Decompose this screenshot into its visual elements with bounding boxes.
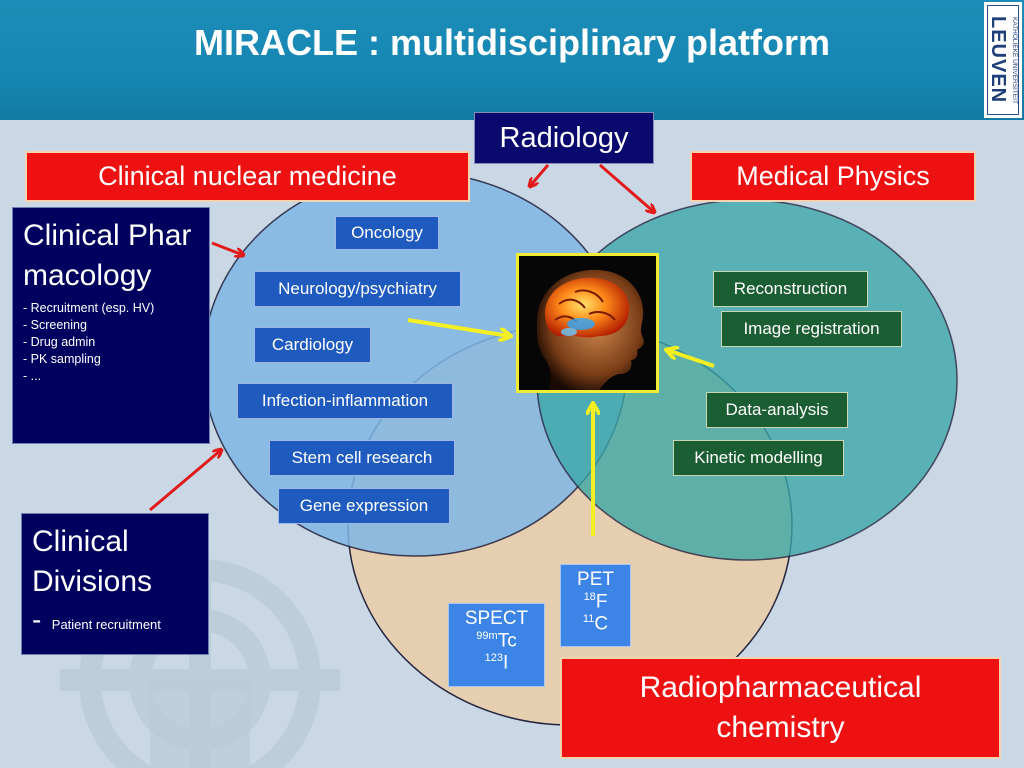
arrow-radiology-to-physics xyxy=(599,163,654,212)
radiopharma-label: Radiopharmaceutical chemistry xyxy=(639,671,922,744)
radiopharma-box: Radiopharmaceutical chemistry xyxy=(560,657,1001,759)
spect-isotopes-box: SPECT 99mTc 123I xyxy=(448,603,545,687)
clinical-pharmacology-list: - Recruitment (esp. HV) - Screening - Dr… xyxy=(23,300,199,385)
topic-image-registration: Image registration xyxy=(721,311,902,347)
logo-main-text: LEUVEN xyxy=(987,16,1009,104)
topic-kinetic-modelling: Kinetic modelling xyxy=(673,440,844,476)
slide-title: MIRACLE : multidisciplinary platform xyxy=(193,22,831,63)
arrow-pharmacology-to-nuclear xyxy=(211,241,243,255)
clinical-divisions-title: Clinical Divisions xyxy=(32,525,153,598)
topic-data-analysis: Data-analysis xyxy=(706,392,848,428)
topic-cardiology: Cardiology xyxy=(254,327,371,363)
medical-physics-box: Medical Physics xyxy=(690,151,976,202)
pet-isotope-f18: 18F xyxy=(583,591,608,613)
list-item: - Recruitment (esp. HV) xyxy=(23,301,155,315)
pet-isotope-c11: 11C xyxy=(582,613,609,635)
brain-scan-image xyxy=(516,253,659,393)
topic-reconstruction: Reconstruction xyxy=(713,271,868,307)
title-bar: MIRACLE : multidisciplinary platform LEU… xyxy=(0,0,1024,120)
spect-isotope-tc99m: 99mTc xyxy=(476,630,517,652)
spect-label: SPECT xyxy=(464,608,529,629)
topic-infection: Infection-inflammation xyxy=(237,383,453,419)
medical-physics-label: Medical Physics xyxy=(736,161,930,191)
list-item: - ... xyxy=(23,369,42,383)
list-item: - PK sampling xyxy=(23,352,101,366)
arrow-divisions-to-nuclear xyxy=(149,450,221,512)
list-item: - Drug admin xyxy=(23,335,96,349)
clinical-pharmacology-panel: Clinical Pharmacology - Recruitment (esp… xyxy=(12,207,210,444)
ku-leuven-logo: LEUVEN KATHOLIEKE UNIVERSITEIT xyxy=(984,2,1022,118)
topic-stem-cell: Stem cell research xyxy=(269,440,455,476)
radiology-box: Radiology xyxy=(474,112,654,164)
nuclear-medicine-box: Clinical nuclear medicine xyxy=(25,151,470,202)
pet-isotopes-box: PET 18F 11C xyxy=(560,564,631,647)
clinical-divisions-panel: Clinical Divisions - Patient recruitment xyxy=(21,513,209,655)
arrow-physics-to-center xyxy=(667,350,715,368)
pet-label: PET xyxy=(577,569,614,590)
list-item: - Screening xyxy=(23,318,87,332)
topic-neurology: Neurology/psychiatry xyxy=(254,271,461,307)
topic-gene-expression: Gene expression xyxy=(278,488,450,524)
nuclear-medicine-label: Clinical nuclear medicine xyxy=(98,161,397,191)
arrow-radiology-to-nuclear xyxy=(530,164,550,186)
clinical-pharmacology-title: Clinical Pharmacology xyxy=(23,219,192,292)
spect-isotope-i123: 123I xyxy=(484,652,509,674)
logo-sub-text: KATHOLIEKE UNIVERSITEIT xyxy=(1011,16,1018,104)
radiology-label: Radiology xyxy=(499,121,629,154)
topic-oncology: Oncology xyxy=(335,216,439,250)
clinical-divisions-item: - Patient recruitment xyxy=(32,604,161,635)
brain-profile-icon xyxy=(519,256,656,390)
arrow-nuclear-to-center xyxy=(407,318,510,336)
